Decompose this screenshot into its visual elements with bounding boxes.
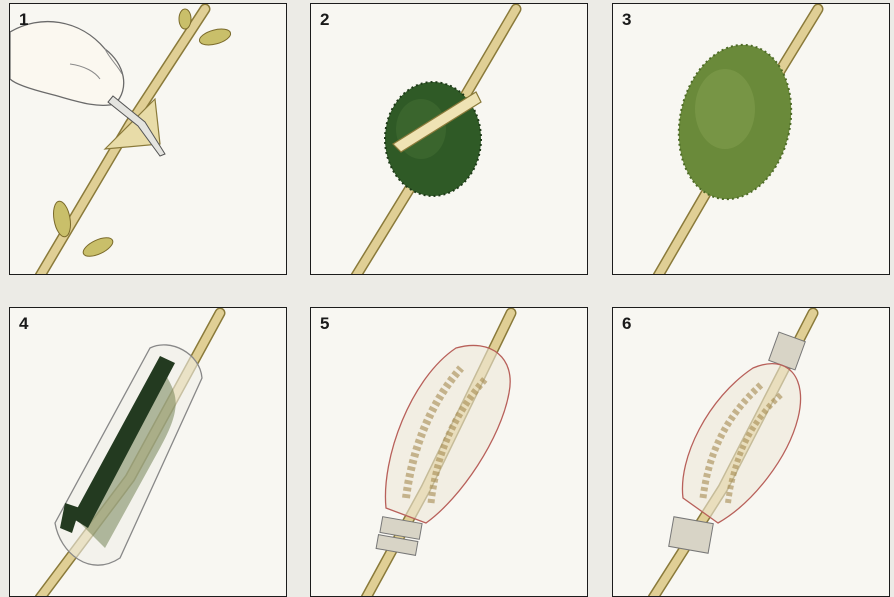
plastic-wrap	[682, 364, 800, 523]
step-number: 1	[19, 10, 28, 30]
step-1-panel: 1	[9, 3, 287, 275]
leaf-icon	[198, 26, 233, 48]
tie-tape	[669, 517, 714, 553]
step-5-illustration	[311, 308, 588, 597]
step-5-panel: 5	[310, 307, 588, 597]
step-6-panel: 6	[612, 307, 890, 597]
step-2-panel: 2	[310, 3, 588, 275]
step-4-panel: 4	[9, 307, 287, 597]
leaf-icon	[51, 200, 73, 238]
step-3-illustration	[613, 4, 890, 275]
step-1-illustration	[10, 4, 287, 275]
leaf-icon	[81, 234, 116, 260]
step-number: 2	[320, 10, 329, 30]
step-number: 5	[320, 314, 329, 334]
step-number: 4	[19, 314, 28, 334]
hand-icon	[10, 22, 124, 106]
step-2-illustration	[311, 4, 588, 275]
step-number: 3	[622, 10, 631, 30]
leaf-icon	[179, 9, 191, 29]
step-3-panel: 3	[612, 3, 890, 275]
step-number: 6	[622, 314, 631, 334]
step-6-illustration	[613, 308, 890, 597]
step-4-illustration	[10, 308, 287, 597]
